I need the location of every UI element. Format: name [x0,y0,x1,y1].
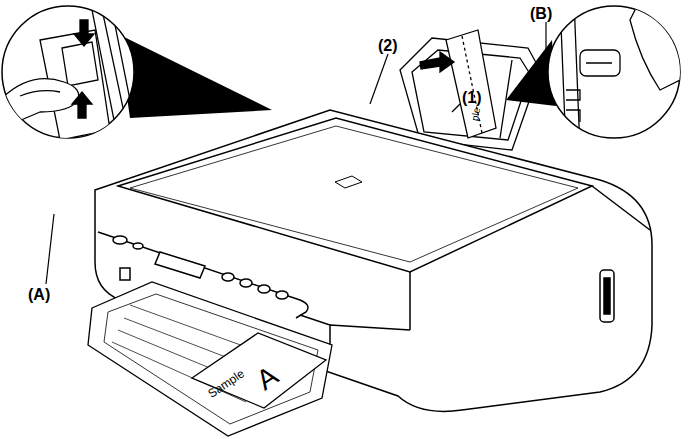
mark-line [586,62,612,63]
slide-arrow [420,52,454,72]
callout-letter: (B) [530,6,552,22]
guide-tab [62,42,98,86]
zoom-wedge [118,34,272,118]
tab-marks [566,90,580,122]
card-slot-opening [604,278,610,314]
guide-edge [560,0,580,150]
leader-line [545,22,546,70]
thumb-nail [20,91,60,96]
button [222,273,234,281]
leader-line [452,104,460,112]
lid-mark [335,176,362,188]
button [240,279,252,287]
power-button [120,268,130,280]
press-arrow [74,20,94,46]
lid-edge [130,126,578,262]
detail-inset [0,0,140,150]
paper-output-tray [88,282,332,436]
callout-letter: (A) [28,287,50,303]
press-arrow [72,92,92,118]
leader-lines [46,22,546,284]
body-edge [410,186,650,330]
tray-outline [88,282,332,436]
lcd-screen [155,252,205,278]
callout-number: (2) [378,38,398,54]
scanner-lid [118,118,592,272]
callout-number: (1) [462,90,482,106]
leader-line [46,214,54,284]
button [113,236,127,244]
guide-knob [630,0,682,90]
button [133,243,143,249]
leader-line [370,54,388,104]
paper-stack-mark [580,50,620,76]
paper-fold [462,36,482,133]
thumb [0,79,79,130]
output-paper [192,333,326,408]
button [258,285,270,293]
paper-sheet [446,30,496,138]
detail-inset [548,0,682,150]
button [276,291,288,299]
card-slot [600,270,614,322]
